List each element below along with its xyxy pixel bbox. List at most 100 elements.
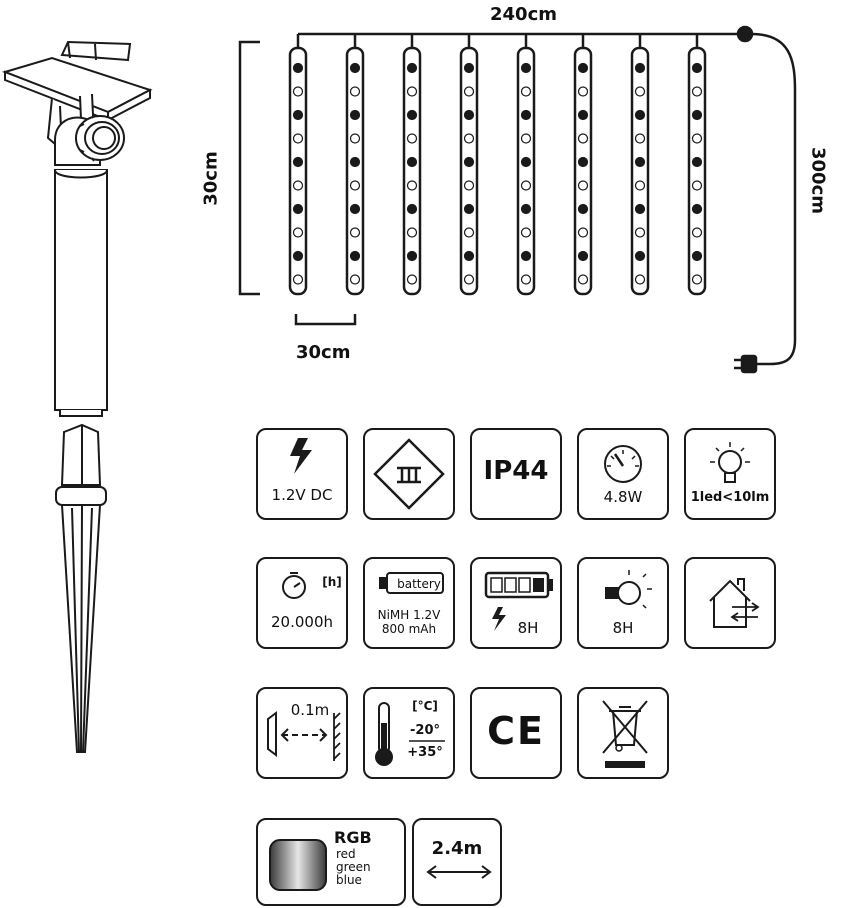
led-dot (520, 274, 532, 285)
led-dot (520, 180, 532, 191)
rgb-line-blue: blue (336, 873, 362, 887)
led-dot (463, 227, 475, 238)
bulb-icon (710, 442, 750, 483)
led-dot (406, 86, 418, 97)
led-dot (634, 133, 646, 144)
led-dot (406, 274, 418, 285)
lifetime-label: 20.000h (271, 613, 333, 631)
led-dot (520, 86, 532, 97)
cable-length-tile: 2.4m (412, 818, 502, 906)
led-dot (463, 86, 475, 97)
ce-mark: CE (487, 709, 545, 753)
led-dot (520, 133, 532, 144)
battery-tile: battery NiMH 1.2V 800 mAh (363, 557, 455, 649)
indoor-outdoor-tile (684, 557, 776, 649)
strand-spacing-label: 30cm (296, 342, 351, 363)
led-dot (520, 156, 532, 168)
led-dot (691, 133, 703, 144)
led-dot (349, 156, 361, 168)
led-dot (634, 180, 646, 191)
led-dot (577, 86, 589, 97)
class-iii-tile (363, 428, 455, 520)
led-dot (463, 250, 475, 262)
led-dot (577, 203, 589, 215)
led-dot (577, 227, 589, 238)
battery-tag: battery (397, 577, 441, 591)
led-dot (463, 203, 475, 215)
rgb-swatch-icon (269, 839, 327, 891)
led-dot (634, 86, 646, 97)
led-dot (577, 133, 589, 144)
led-dot (292, 180, 304, 191)
lifetime-tile: [h] 20.000h (256, 557, 348, 649)
total-drop-label: 300cm (807, 147, 829, 214)
led-dot (691, 109, 703, 121)
total-width-label: 240cm (490, 4, 557, 25)
temperature-tile: [°C] -20° +35° (363, 687, 455, 779)
led-dot (634, 203, 646, 215)
strand-height-label: 30cm (200, 151, 222, 206)
voltage-tile: 1.2V DC (256, 428, 348, 520)
stopwatch-icon (282, 572, 306, 599)
led-dot (406, 133, 418, 144)
led-dot (520, 109, 532, 121)
solar-stake-illustration (1, 40, 153, 753)
led-dot (577, 274, 589, 285)
led-dot (520, 203, 532, 215)
led-dot (520, 227, 532, 238)
led-dot (634, 274, 646, 285)
battery-capacity: 800 mAh (381, 622, 437, 636)
cable-length-label: 2.4m (431, 838, 483, 859)
led-dot (406, 227, 418, 238)
led-dot (292, 109, 304, 121)
led-dot (463, 62, 475, 74)
led-dot (349, 109, 361, 121)
led-dot (406, 62, 418, 74)
led-dot (292, 86, 304, 97)
led-dot (691, 250, 703, 262)
led-dot (292, 203, 304, 215)
battery-icon (379, 572, 444, 594)
led-dot (463, 180, 475, 191)
indoor-outdoor-icon (709, 578, 760, 628)
led-dot (463, 109, 475, 121)
power-tile: 4.8W (577, 428, 669, 520)
weee-bin-icon (602, 700, 648, 768)
led-dot (634, 62, 646, 74)
light-time-tile: 8H (577, 557, 669, 649)
led-dot (406, 180, 418, 191)
led-dot (349, 203, 361, 215)
led-dot (520, 62, 532, 74)
charge-time-tile: 8H (470, 557, 562, 649)
led-dot (691, 62, 703, 74)
led-dot (463, 133, 475, 144)
temperature-min: -20° (410, 723, 440, 738)
led-dot (406, 203, 418, 215)
led-dot (349, 180, 361, 191)
weee-tile (577, 687, 669, 779)
thermometer-icon (375, 702, 445, 766)
power-label: 4.8W (603, 488, 643, 506)
lifetime-unit: [h] (322, 575, 342, 589)
led-dot (406, 250, 418, 262)
led-dot (634, 109, 646, 121)
temperature-unit: [°C] (412, 699, 438, 713)
rgb-color-tile: RGB red green blue (256, 818, 406, 906)
led-dot (292, 274, 304, 285)
curtain-light-diagram (238, 25, 797, 374)
led-dot (463, 156, 475, 168)
led-dot (691, 203, 703, 215)
cable-length-icon (426, 865, 492, 879)
gauge-icon (604, 445, 642, 483)
led-dot (349, 227, 361, 238)
led-dot (349, 133, 361, 144)
led-dot (349, 250, 361, 262)
lumen-tile: 1led<10lm (684, 428, 776, 520)
led-dot (292, 156, 304, 168)
led-dot (349, 86, 361, 97)
light-time-label: 8H (612, 619, 634, 637)
temperature-max: +35° (407, 745, 443, 760)
lumen-label: 1led<10lm (690, 490, 770, 505)
distance-tile: 0.1m (256, 687, 348, 779)
led-dot (634, 227, 646, 238)
